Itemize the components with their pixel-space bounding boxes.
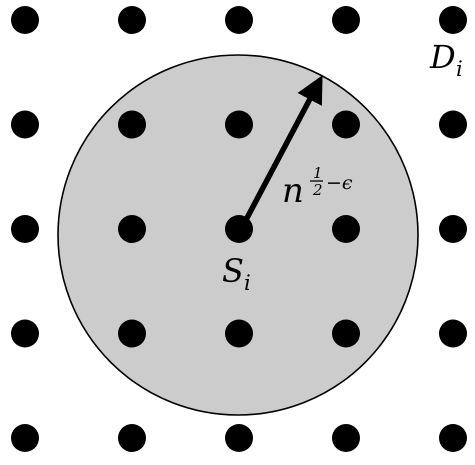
lattice-dot-r3-c2 xyxy=(225,319,253,348)
lattice-dot-r1-c3 xyxy=(332,110,360,139)
corner-label-sub: i xyxy=(456,57,463,81)
center-label-main: S xyxy=(222,252,244,290)
lattice-dot-r1-c1 xyxy=(118,110,146,139)
radius-label: n 1 2 −ϵ xyxy=(282,164,353,211)
exponent-denominator: 2 xyxy=(312,181,323,199)
radius-base: n xyxy=(282,171,304,211)
lattice-dot-r2-c1 xyxy=(118,215,146,243)
lattice-dot-r0-c3 xyxy=(332,6,360,34)
lattice-dot-r2-c3 xyxy=(332,215,360,243)
lattice-dot-r4-c2 xyxy=(225,424,253,452)
exponent-numerator: 1 xyxy=(313,164,323,182)
lattice-dot-r0-c0 xyxy=(11,6,39,34)
lattice-dot-r3-c0 xyxy=(11,319,39,348)
lattice-dot-r4-c3 xyxy=(332,424,360,452)
exponent-tail: −ϵ xyxy=(326,172,353,194)
lattice-dot-r0-c1 xyxy=(118,6,146,34)
lattice-dot-r1-c4 xyxy=(439,110,467,139)
lattice-dot-r3-c1 xyxy=(118,319,146,348)
lattice-points xyxy=(11,6,467,452)
lattice-dot-r3-c3 xyxy=(332,319,360,348)
corner-label: D i xyxy=(429,38,463,81)
radius-arrow xyxy=(235,75,323,237)
lattice-dot-r0-c4 xyxy=(439,6,467,34)
center-label: S i xyxy=(222,252,251,295)
lattice-dot-r2-c0 xyxy=(11,215,39,243)
corner-label-main: D xyxy=(429,38,456,76)
center-label-sub: i xyxy=(244,271,251,295)
lattice-dot-r4-c0 xyxy=(11,424,39,452)
lattice-dot-r2-c4 xyxy=(439,215,467,243)
lattice-dot-r4-c4 xyxy=(439,424,467,452)
lattice-dot-r1-c2 xyxy=(225,110,253,139)
lattice-dot-r3-c4 xyxy=(439,319,467,348)
lattice-dot-r0-c2 xyxy=(225,6,253,34)
lattice-dot-r1-c0 xyxy=(11,110,39,139)
lattice-dot-r4-c1 xyxy=(118,424,146,452)
